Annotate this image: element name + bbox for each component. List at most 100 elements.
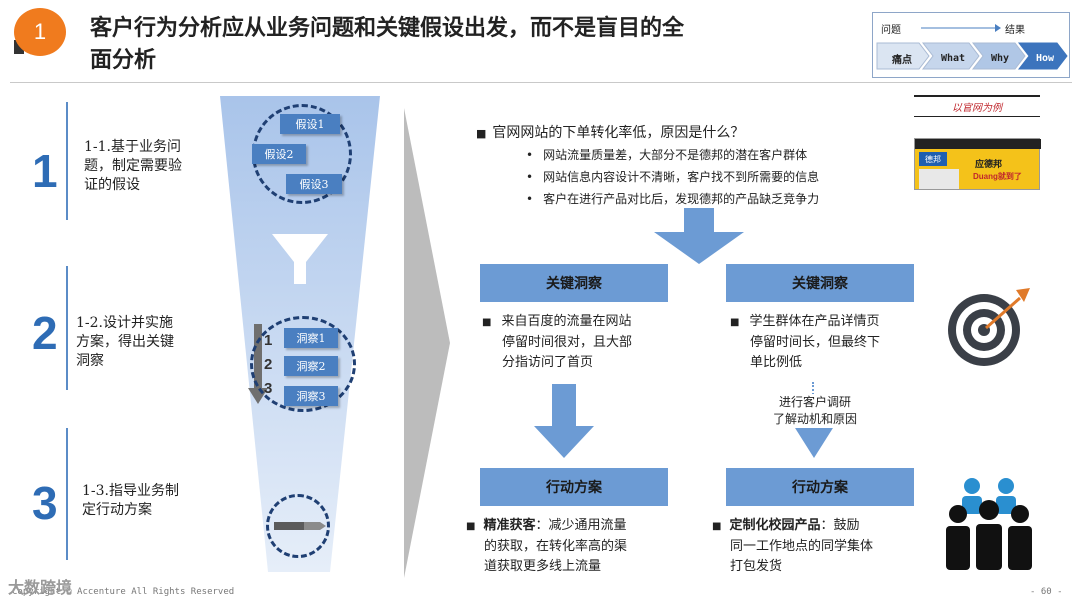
insight-line: 单比例低 [750,355,803,370]
question-line: ■ 官网网站的下单转化率低，原因是什么？ [476,122,744,142]
research-note: 进行客户调研 了解动机和原因 [760,394,870,428]
thumb-slogan: 应德邦 [975,160,1003,170]
hypothesis-tag-2: 假设2 [252,144,306,164]
nav-step-why: Why [990,52,1010,64]
dot-bullet-icon: • [526,170,534,184]
reason-text: 网站流量质量差，大部分不是德邦的潜在客户群体 [543,148,808,162]
step-2-line: 方案，得出关键 [76,334,174,350]
step-1-line: 题，制定需要验 [84,158,182,174]
action-line: 打包发货 [730,559,783,574]
thumb-topbar [915,139,1041,149]
step-number-2: 2 [32,307,58,359]
dot-bullet-icon: • [526,192,534,206]
nav-chevrons [876,42,1068,70]
step-1-line: 1-1.基于业务问 [84,139,181,155]
website-thumbnail: 德邦 应德邦 Duang就到了 [914,138,1041,190]
square-bullet-icon: ■ [482,317,492,328]
action-body-left: ■ 精准获客：减少通用流量 的获取，在转化率高的渠 道获取更多线上流量 [466,516,686,577]
step-number-3: 3 [32,477,58,529]
team-icon [946,478,1032,570]
insight-tag-3: 洞察3 [284,386,338,406]
insight-body-right: ■ 学生群体在产品详情页 停留时间长，但最终下 单比例低 [730,312,930,373]
thumb-image [919,169,959,189]
step-divider-1 [66,102,68,220]
nav-step-what: What [940,52,966,64]
step-2-line: 1-2.设计并实施 [76,315,173,331]
research-note-line: 进行客户调研 [778,395,851,409]
action-header-left: 行动方案 [480,468,668,506]
header-divider [10,82,1072,83]
page-title: 客户行为分析应从业务问题和关键假设出发，而不是盲目的全 面分析 [90,12,850,76]
order-number-2: 2 [264,356,273,373]
nav-step-how: How [1035,52,1055,64]
square-bullet-icon: ■ [712,521,722,532]
title-line-1: 客户行为分析应从业务问题和关键假设出发，而不是盲目的全 [90,15,685,41]
insight-tag-2: 洞察2 [284,356,338,376]
watermark: 大数跨境 [8,578,73,597]
step-number-1: 1 [32,145,58,197]
step-text-1: 1-1.基于业务问 题，制定需要验 证的假设 [84,138,182,195]
down-arrow-icon [654,208,744,264]
action-line: ：减少通用流量 [535,518,627,533]
order-number-3: 3 [264,380,273,397]
action-header-right: 行动方案 [726,468,914,506]
action-line: ：鼓励 [820,518,860,533]
footer-copyright: Copyright © Accenture All Rights Reserve… [12,587,235,597]
insight-line: 学生群体在产品详情页 [749,314,880,329]
page-number: - 60 - [1030,587,1063,597]
nav-result-label: 结果 [1005,25,1025,36]
chevron-divider [404,108,450,578]
reason-text: 客户在进行产品对比后，发现德邦的产品缺乏竞争力 [543,192,820,206]
square-bullet-icon: ■ [476,127,487,140]
reason-item-1: • 网站流量质量差，大部分不是德邦的潜在客户群体 [526,146,807,163]
step-divider-2 [66,266,68,390]
action-bold-term: 定制化校园产品 [729,518,821,533]
step-3-line: 定行动方案 [82,502,152,518]
nav-step-pain: 痛点 [892,54,912,66]
research-note-line: 了解动机和原因 [772,412,857,426]
down-arrow-icon [534,384,594,458]
insight-body-left: ■ 来自百度的流量在网站 停留时间很对，且大部 分指访问了首页 [482,312,682,373]
thumb-logo: 德邦 [919,152,947,166]
insight-tag-1: 洞察1 [284,328,338,348]
section-badge: 1 [14,8,66,56]
target-icon [948,288,1030,366]
reason-text: 网站信息内容设计不清晰，客户找不到所需要的信息 [543,170,820,184]
hypothesis-tag-1: 假设1 [280,114,340,134]
step-text-2: 1-2.设计并实施 方案，得出关键 洞察 [76,314,174,371]
hypothesis-tag-3: 假设3 [286,174,342,194]
nav-problem-label: 问题 [881,25,901,36]
step-divider-3 [66,428,68,560]
insight-line: 停留时间很对，且大部 [502,335,633,350]
thumb-sub: Duang就到了 [973,172,1022,181]
action-bold-term: 精准获客 [483,518,536,533]
funnel-icon [272,234,328,284]
order-number-1: 1 [264,332,273,349]
example-label: 以官网为例 [914,95,1040,117]
question-text: 官网网站的下单转化率低，原因是什么？ [492,125,745,141]
square-bullet-icon: ■ [730,317,740,328]
step-text-3: 1-3.指导业务制 定行动方案 [82,482,179,520]
dot-bullet-icon: • [526,148,534,162]
insight-line: 来自百度的流量在网站 [501,314,632,329]
insight-header-right: 关键洞察 [726,264,914,302]
action-line: 同一工作地点的同学集体 [730,539,874,554]
action-line: 的获取，在转化率高的渠 [484,539,628,554]
down-arrow-icon [790,420,838,458]
action-circle [266,494,330,558]
progress-nav: 问题 结果 痛点 What Why How [872,12,1070,78]
insight-header-left: 关键洞察 [480,264,668,302]
action-line: 道获取更多线上流量 [484,559,602,574]
arrow-right-icon [921,24,1001,32]
reason-item-2: • 网站信息内容设计不清晰，客户找不到所需要的信息 [526,168,819,185]
action-body-right: ■ 定制化校园产品：鼓励 同一工作地点的同学集体 打包发货 [712,516,932,577]
step-1-line: 证的假设 [84,177,140,193]
reason-item-3: • 客户在进行产品对比后，发现德邦的产品缺乏竞争力 [526,190,819,207]
step-3-line: 1-3.指导业务制 [82,483,179,499]
insight-line: 停留时间长，但最终下 [750,335,881,350]
insight-circle [250,316,356,412]
title-line-2: 面分析 [90,47,157,73]
square-bullet-icon: ■ [466,521,476,532]
insight-line: 分指访问了首页 [502,355,594,370]
step-2-line: 洞察 [76,353,104,369]
